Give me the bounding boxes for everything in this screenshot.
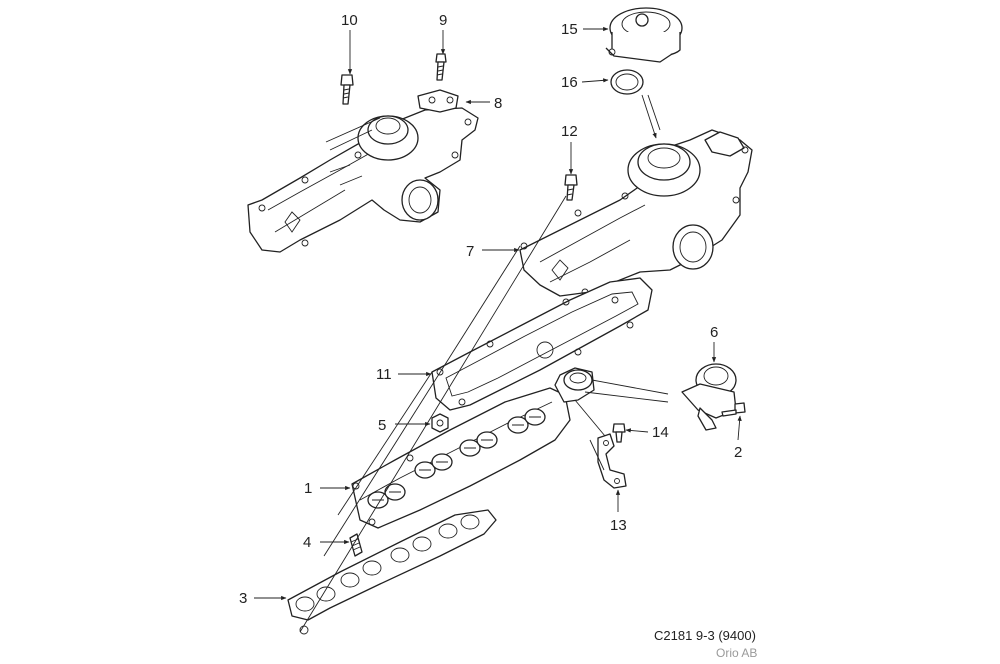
callout-16: 16 — [561, 74, 578, 91]
bolt-14 — [612, 423, 626, 443]
bolt-10 — [340, 74, 354, 105]
callout-7: 7 — [466, 243, 474, 260]
callout-13: 13 — [610, 517, 627, 534]
callout-leaders — [254, 26, 742, 601]
gasket-16 — [610, 69, 644, 95]
diagram-reference-code: C2181 9-3 (9400) — [654, 628, 756, 643]
callout-numbers: 10 9 8 15 16 12 7 6 11 5 14 2 1 13 4 3 — [239, 12, 742, 607]
assembly-lines — [299, 94, 669, 633]
valve-6 — [681, 363, 737, 431]
bracket-13 — [597, 433, 627, 489]
callout-1: 1 — [304, 480, 312, 497]
callout-9: 9 — [439, 12, 447, 29]
bolt-2 — [721, 402, 746, 417]
callout-8: 8 — [494, 95, 502, 112]
bolt-9 — [435, 53, 447, 81]
nut-5 — [431, 413, 449, 433]
upper-manifold-7 — [519, 129, 753, 297]
callout-2: 2 — [734, 444, 742, 461]
publisher-credit: Orio AB — [716, 646, 758, 660]
bracket-8 — [417, 89, 459, 113]
manifold-ports — [367, 408, 546, 509]
callout-11: 11 — [376, 366, 392, 383]
upper-manifold-reference-view — [247, 107, 479, 253]
egr-valve-15 — [605, 7, 683, 63]
callout-14: 14 — [652, 424, 669, 441]
callout-6: 6 — [710, 324, 718, 341]
callout-12: 12 — [561, 123, 578, 140]
callout-15: 15 — [561, 21, 578, 38]
lower-manifold-1 — [351, 367, 595, 529]
callout-3: 3 — [239, 590, 247, 607]
bolt-12 — [564, 174, 578, 201]
gasket-3 — [287, 509, 497, 635]
gasket-11 — [431, 277, 653, 411]
callout-5: 5 — [378, 417, 386, 434]
callout-4: 4 — [303, 534, 311, 551]
stud-4 — [349, 533, 363, 557]
callout-10: 10 — [341, 12, 358, 29]
